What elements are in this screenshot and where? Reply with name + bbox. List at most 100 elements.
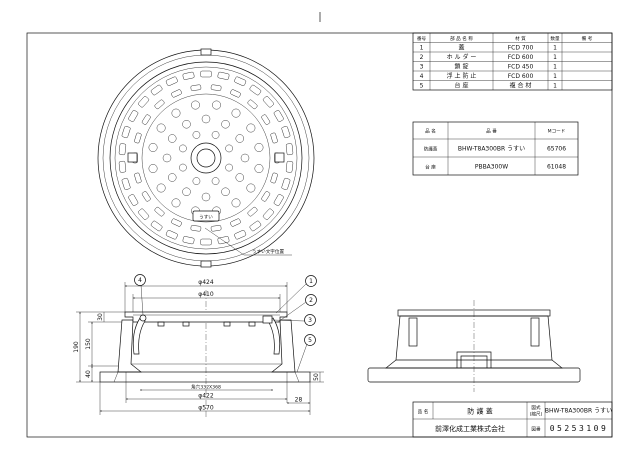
callout-leader [140, 284, 144, 316]
cover-slot [138, 208, 150, 220]
cover-hole [254, 143, 264, 152]
holder-left [132, 317, 146, 355]
base-left-wall [117, 319, 142, 373]
base-flange [99, 371, 311, 383]
title-name-value: 防 護 蓋 [467, 406, 492, 415]
cover-slot [165, 76, 178, 86]
product-cell-mcode: 61048 [547, 163, 566, 170]
callout-bubble [304, 334, 316, 346]
product-cell-mcode: 65706 [547, 145, 566, 152]
parts-cell-name: 浮 上 防 止 [447, 72, 477, 80]
cover-slot [128, 110, 139, 122]
cover-slot [270, 172, 278, 184]
cover-hole [231, 108, 241, 118]
cover-section [124, 311, 288, 323]
parts-cell-name: ホ ル ダ ー [447, 53, 477, 61]
cover-hole [231, 198, 241, 208]
parts-cell-qty: 1 [553, 44, 557, 51]
side-view [367, 300, 581, 392]
holder-right [267, 317, 281, 355]
cover-hole [212, 100, 221, 110]
cover-slot [141, 191, 151, 202]
callout-number: 5 [308, 337, 312, 344]
dim-text-w28: 28 [295, 396, 303, 403]
cover-slot [182, 236, 195, 245]
cover-slot [217, 71, 230, 80]
side-tab-right [530, 317, 540, 347]
parts-cell-no: 2 [420, 54, 424, 61]
parts-cell-no: 5 [420, 82, 424, 89]
cover-hole [192, 177, 201, 185]
cover-slot [150, 84, 163, 96]
cover-edge-circle [109, 61, 303, 255]
dim-text-d410: φ410 [198, 291, 214, 298]
cover-slot [210, 84, 222, 91]
cover-slot [262, 208, 274, 220]
title-scale-label: 図式 [531, 404, 541, 411]
title-company: 前澤化成工業株式会社 [435, 424, 505, 433]
parts-cell-no: 3 [420, 63, 424, 70]
section-view: φ424 φ410 角穴332X368 φ422 φ570 28 30 150 … [73, 274, 324, 418]
parts-cell-material: FCD 700 [508, 44, 534, 51]
dim-text-opening: 角穴332X368 [191, 383, 221, 390]
cover-hole [201, 114, 211, 124]
dim-text-d422: φ422 [198, 392, 214, 399]
parts-table: 番号 部 品 名 称 材 質 数量 備 考 1 蓋 FCD 700 1 2 ホ … [412, 32, 613, 91]
cover-side-tab [127, 152, 138, 163]
callout-bubble [305, 275, 317, 287]
title-scale-value: BHW-T8A300BR うすい [545, 408, 612, 415]
parts-cell-qty: 1 [553, 63, 557, 70]
cover-hole [211, 131, 220, 139]
cover-hole [156, 183, 166, 193]
cover-hole [179, 163, 187, 172]
cover-hole [192, 131, 201, 139]
cover-slot [230, 218, 241, 227]
parts-row: 3 鎖 錠 FCD 450 1 [420, 62, 558, 70]
parts-cell-material: FCD 600 [508, 73, 534, 80]
cover-slot [190, 225, 202, 232]
cover-slot [154, 206, 165, 217]
leader-line [204, 227, 292, 256]
parts-header-name: 部 品 名 称 [450, 35, 473, 42]
cover-hole [148, 164, 158, 173]
cover-slot [249, 220, 262, 232]
cover-hole [201, 192, 211, 202]
product-row: 防護蓋 BHW-T8A300BR うすい 65706 [424, 145, 567, 152]
leader-label: うすい文字位置 [252, 248, 285, 255]
cover-hole [211, 177, 220, 185]
frame-notch [200, 48, 212, 56]
cover-rib [157, 321, 165, 327]
cover-mark-text: うすい [199, 213, 213, 220]
product-header-code: 品 番 [486, 128, 497, 135]
cover-inner-ring [141, 93, 271, 223]
cover-slot [121, 126, 131, 138]
cover-hole [191, 100, 200, 110]
cover-slot [234, 230, 247, 240]
cover-slot [141, 114, 151, 125]
dim-text-h50: 50 [313, 373, 320, 381]
parts-row: 5 台 座 複 合 材 1 [420, 81, 558, 89]
parts-header-note: 備 考 [582, 35, 593, 42]
callout-number: 4 [138, 277, 142, 284]
cover-center-ring [190, 142, 222, 174]
cover-slot [230, 89, 241, 98]
cover-slot [118, 160, 127, 173]
callout-number: 3 [308, 317, 312, 324]
cover-slot [210, 225, 222, 232]
cover-slot [138, 96, 150, 108]
title-block: 品 名 防 護 蓋 図式 (縮尺) BHW-T8A300BR うすい 前澤化成工… [412, 401, 613, 438]
cover-hole [156, 123, 166, 133]
parts-row: 4 浮 上 防 止 FCD 600 1 [420, 72, 558, 80]
cover-hole [235, 134, 244, 143]
cover-hole [225, 144, 233, 153]
cover-slot [200, 70, 212, 78]
cover-slot [285, 160, 294, 173]
callout-leader [296, 343, 308, 373]
frame-notch [200, 260, 212, 268]
cover-slot [234, 76, 247, 86]
cover-hole [246, 183, 256, 193]
cover-slot [273, 194, 284, 206]
cover-slot [262, 96, 274, 108]
cover-rim-circle [114, 66, 298, 250]
product-cell-name: 台 座 [425, 163, 436, 170]
